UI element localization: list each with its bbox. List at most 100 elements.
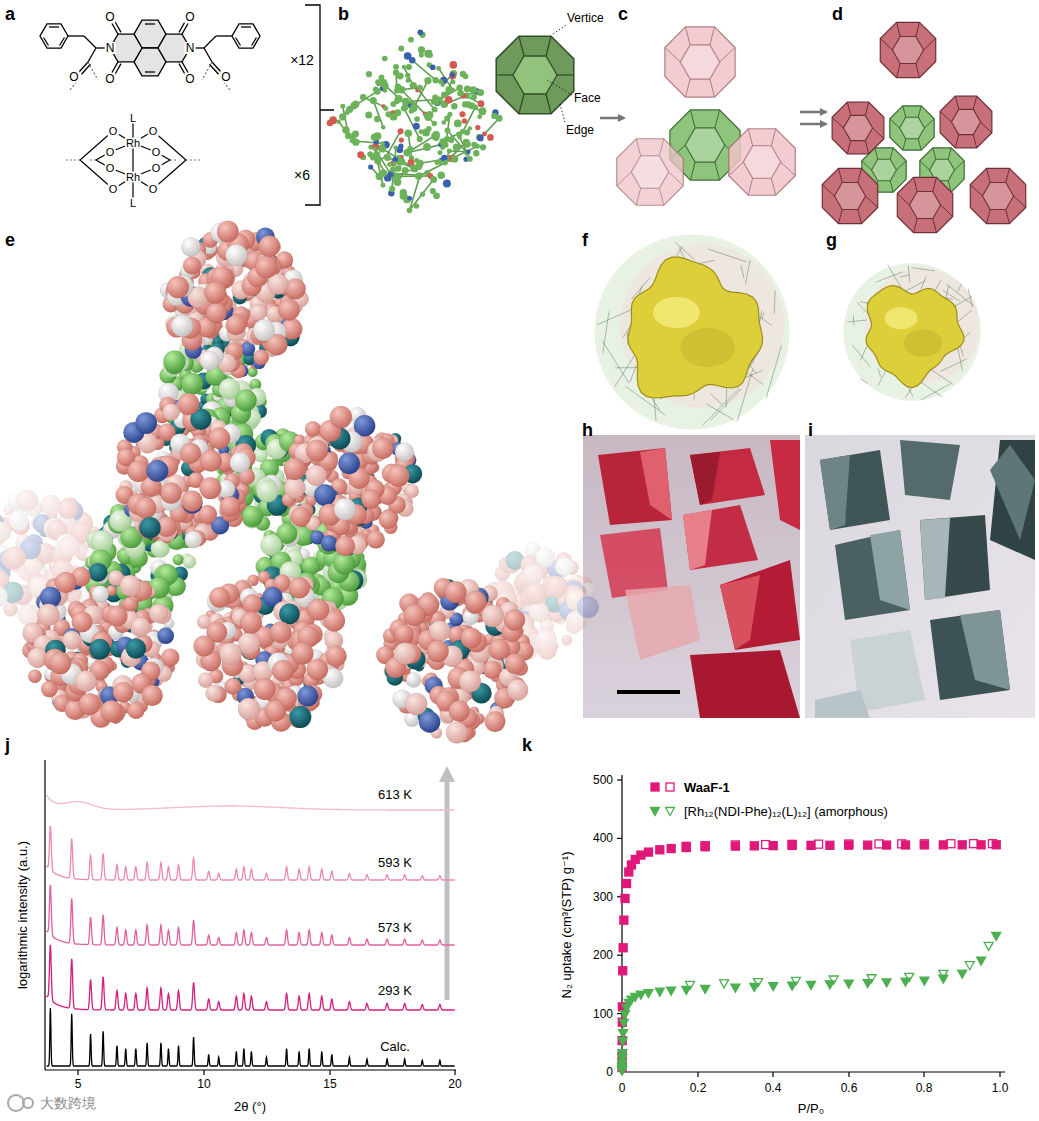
polyhedron-edge [941,205,953,216]
atom-sphere [171,315,193,337]
atom [403,105,408,110]
bond [373,101,383,128]
atom-sphere [206,685,223,702]
atom-sphere [180,443,201,464]
atom [417,85,423,91]
bond [363,97,383,106]
polyhedron-edge [839,168,843,182]
atom [368,164,373,169]
atom [473,150,479,156]
atom [417,136,423,142]
atom [450,72,455,77]
atom-sphere [41,495,61,515]
atom-sphere [305,421,321,437]
atom-sphere [217,221,239,243]
atom [406,64,412,70]
polyhedron-edge [890,181,893,192]
atom-sphere [75,671,96,692]
polyhedron-edge [918,106,921,117]
atom [413,123,420,130]
atom [350,134,355,139]
polyhedron-outline [897,177,952,232]
polyhedron-edge [685,79,690,97]
atom [414,203,420,209]
arrow [800,111,826,114]
temperature-arrow [445,778,450,1000]
truncated-octahedron [897,177,952,232]
atom [477,114,482,119]
polyhedron-outline [729,129,796,196]
atom [472,104,478,110]
atom [491,113,497,119]
atom [451,155,459,163]
atom-sphere [577,596,599,618]
cage-cluster [487,542,599,660]
atom-sphere [135,412,157,434]
atom [402,65,406,69]
polyhedron-edge [890,119,900,128]
polyhedron-outline [832,102,884,154]
polyhedron-edge [636,139,640,156]
polyhedron-outline [970,168,1025,223]
truncated-octahedron [880,22,935,77]
polyhedron-edge [897,22,901,36]
atom-sphere [181,237,200,256]
atom [480,144,486,150]
bond [410,175,421,210]
atom-sphere [253,350,269,366]
grey-crystals [815,440,1035,718]
polyhedron-edge [847,141,850,154]
atom-sphere [181,373,203,395]
arrow [600,117,624,120]
polyhedron-edge [903,139,906,150]
atom [387,162,392,167]
polyhedron-edge [748,178,752,195]
bond [404,108,420,139]
atom [426,126,431,131]
polyhedron-edge [690,110,695,128]
atom [424,77,431,84]
polyhedron-edge [955,96,958,109]
atom [394,88,400,94]
atom-sphere [181,491,202,512]
polyhedron-edge [665,47,680,62]
atom [430,176,437,183]
bond [350,91,377,108]
atom [443,180,451,188]
atom [441,120,446,125]
atom [409,57,415,63]
polyhedron-edge [973,96,976,109]
atom [437,159,442,164]
polyhedron-edge [669,172,684,186]
polyhedron-edge [729,162,744,176]
atom-sphere [260,534,281,555]
atom [462,101,468,107]
polyhedron-outline [890,106,934,150]
atom [441,155,447,161]
atom [440,82,445,87]
polyhedron-edge [897,194,909,205]
polyhedron-edge [771,129,775,146]
atom-sphere [253,319,275,341]
polyhedron-edge [720,47,735,62]
atom [458,135,462,139]
polyhedron-edge [954,161,964,170]
atom-sphere [555,557,574,576]
atom-sphere [147,460,169,482]
atom [457,90,464,97]
atom-sphere [200,351,220,371]
atom [398,144,403,149]
atom [378,145,386,153]
atom [360,94,366,100]
atom [380,79,388,87]
atom [431,99,437,105]
atom [451,103,458,110]
atom [450,61,458,69]
polyhedron-edge [710,79,715,97]
cage-cluster [85,504,196,618]
atom [366,71,372,77]
atom [395,95,403,103]
atom [389,186,395,192]
atom-sphere [4,547,26,569]
ndi-structure [40,20,260,90]
